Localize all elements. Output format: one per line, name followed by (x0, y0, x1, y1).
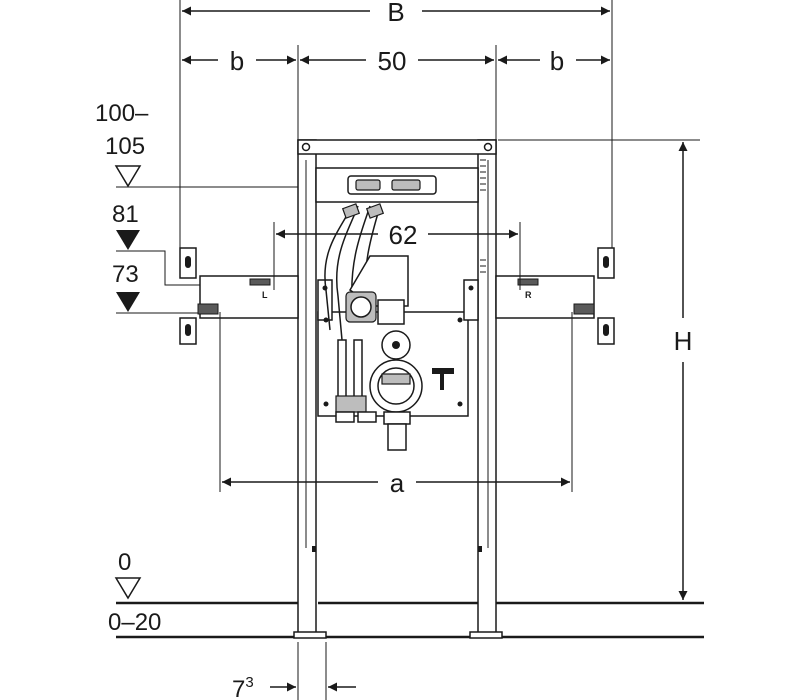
installation-frame (293, 139, 503, 639)
floor-lines (116, 601, 704, 639)
bracket-right-lower-slot (603, 324, 609, 336)
dimension-B: B (179, 0, 613, 250)
isolation-valve-stem (440, 374, 444, 390)
bracket-left-clamp-upper (249, 278, 271, 286)
dimension-a: a (219, 312, 573, 498)
frame-leg-left (297, 139, 317, 635)
label-50: 50 (378, 46, 407, 76)
level-markers: 100– 105 81 73 0 0–20 (95, 100, 316, 636)
valve-body (377, 299, 405, 325)
level-81-label: 81 (112, 201, 139, 228)
bracket-left-clamp-lower (197, 303, 219, 315)
label-B: B (387, 0, 404, 27)
label-a: a (390, 468, 405, 498)
level-top-line1: 100– (95, 100, 149, 127)
label-62: 62 (389, 220, 418, 250)
height-scale (480, 159, 486, 273)
bracket-right-clamp-upper (517, 278, 539, 286)
bracket-left-lower-slot (185, 324, 191, 336)
label-b-right: b (550, 46, 564, 76)
top-rail-screw-left (301, 142, 311, 152)
leg-left-mark (312, 546, 316, 552)
bracket-right: R (495, 247, 615, 345)
level-73-filled-triangle (116, 292, 140, 312)
pipe-fittings (335, 395, 367, 413)
drain-collar (383, 411, 411, 425)
foot-right (469, 631, 503, 639)
level-top-line2: 105 (105, 133, 145, 160)
label-b-left: b (230, 46, 244, 76)
label-H: H (674, 326, 693, 356)
bracket-left-upper-slot (185, 256, 191, 268)
actuator-button-right (391, 179, 421, 191)
isolation-valve-handle (432, 368, 454, 374)
frame-top-rail (297, 139, 497, 155)
dimension-b-50-b: b 50 b (182, 45, 610, 140)
drain-pipe (387, 423, 407, 451)
dimension-H: H (498, 139, 700, 600)
leg-right-mark (478, 546, 482, 552)
bracket-right-upper-slot (603, 256, 609, 268)
level-73-label: 73 (112, 261, 139, 288)
pipe-outlet-left (335, 411, 355, 423)
bracket-left: L (179, 247, 299, 345)
hose-connector-1 (341, 203, 361, 219)
plumbing-assembly (317, 203, 479, 451)
bracket-right-clamp-lower (573, 303, 595, 315)
level-floor-open-triangle (114, 577, 142, 600)
plate-bracket-right (463, 279, 479, 321)
level-top-open-triangle (114, 165, 142, 188)
level-81-filled-triangle (116, 230, 140, 250)
level-floor-range: 0–20 (108, 609, 161, 636)
hose-connector-2 (365, 203, 385, 219)
dimension-leg-width: 73 (232, 642, 356, 700)
top-rail-screw-right (483, 142, 493, 152)
label-leg-width: 73 (232, 674, 254, 700)
pipe-outlet-right (357, 411, 377, 423)
frame-leg-right (477, 139, 497, 635)
level-floor-label: 0 (118, 549, 131, 576)
foot-left (293, 631, 327, 639)
pump-label (381, 373, 411, 385)
bracket-left-label: L (262, 290, 268, 300)
actuator-button-left (355, 179, 381, 191)
bracket-right-label: R (525, 290, 532, 300)
